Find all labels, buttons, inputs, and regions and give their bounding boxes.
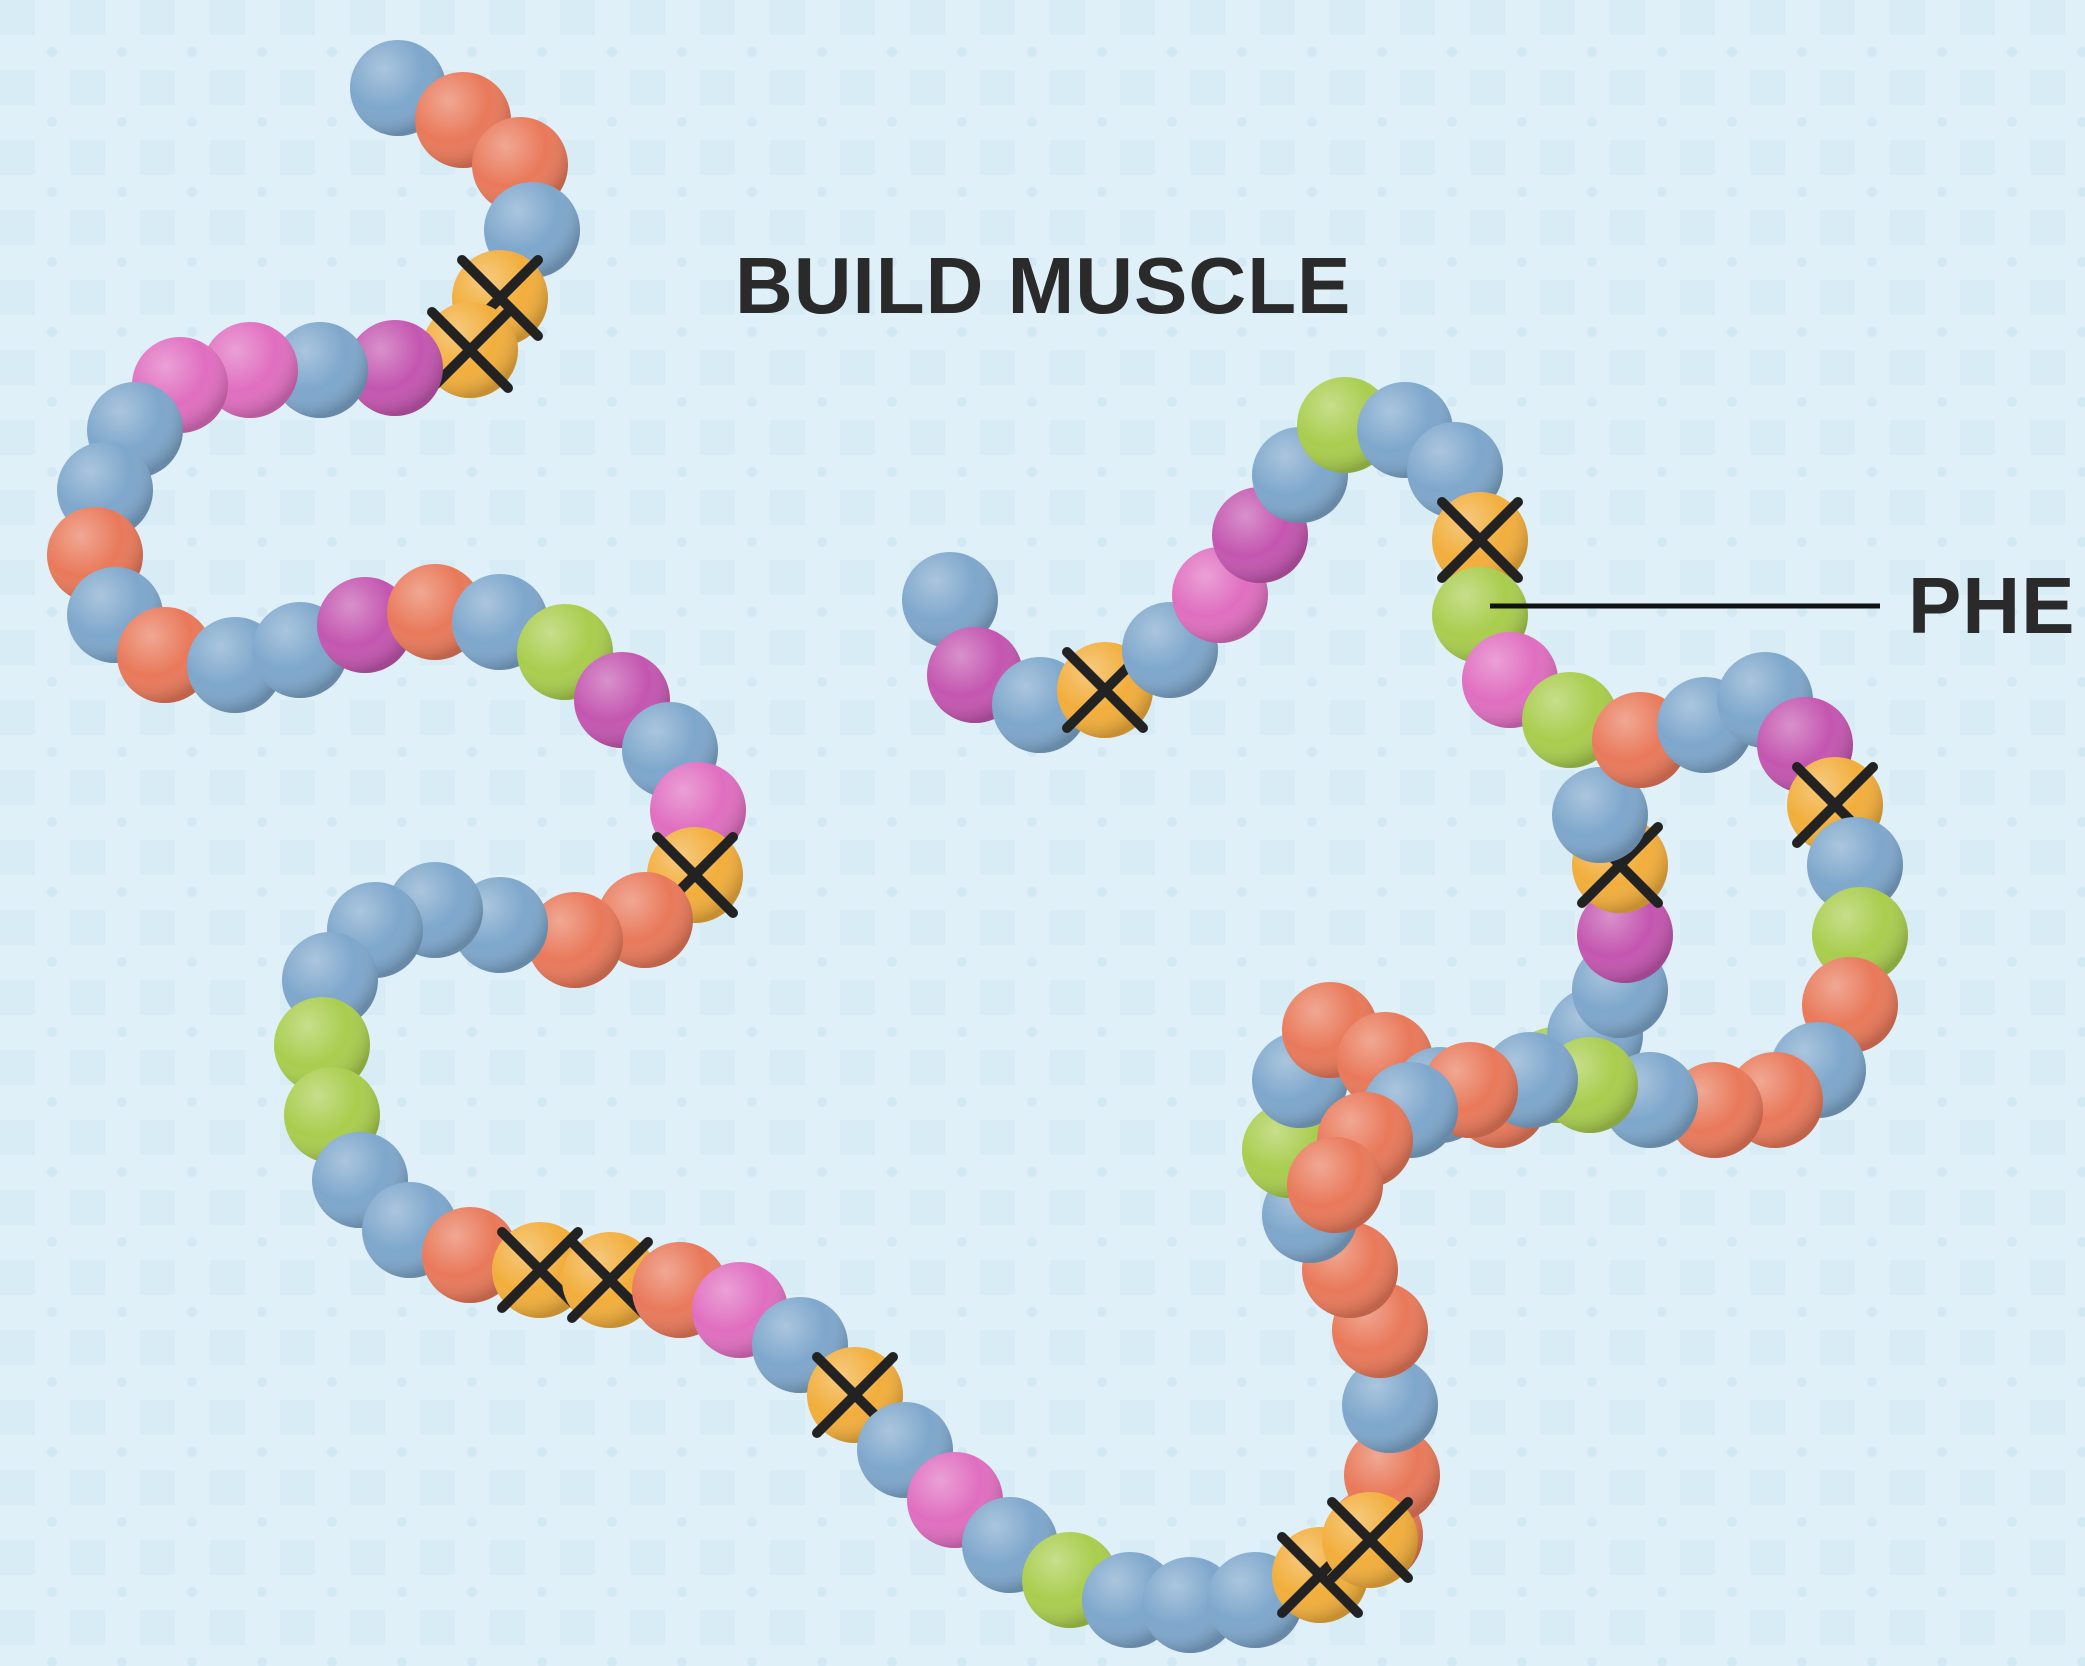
diagram-title: BUILD MUSCLE <box>735 240 1351 332</box>
orange-bead <box>1287 1137 1383 1233</box>
phe-callout-label: PHE <box>1908 560 2076 652</box>
phe-bead <box>1322 1492 1418 1588</box>
